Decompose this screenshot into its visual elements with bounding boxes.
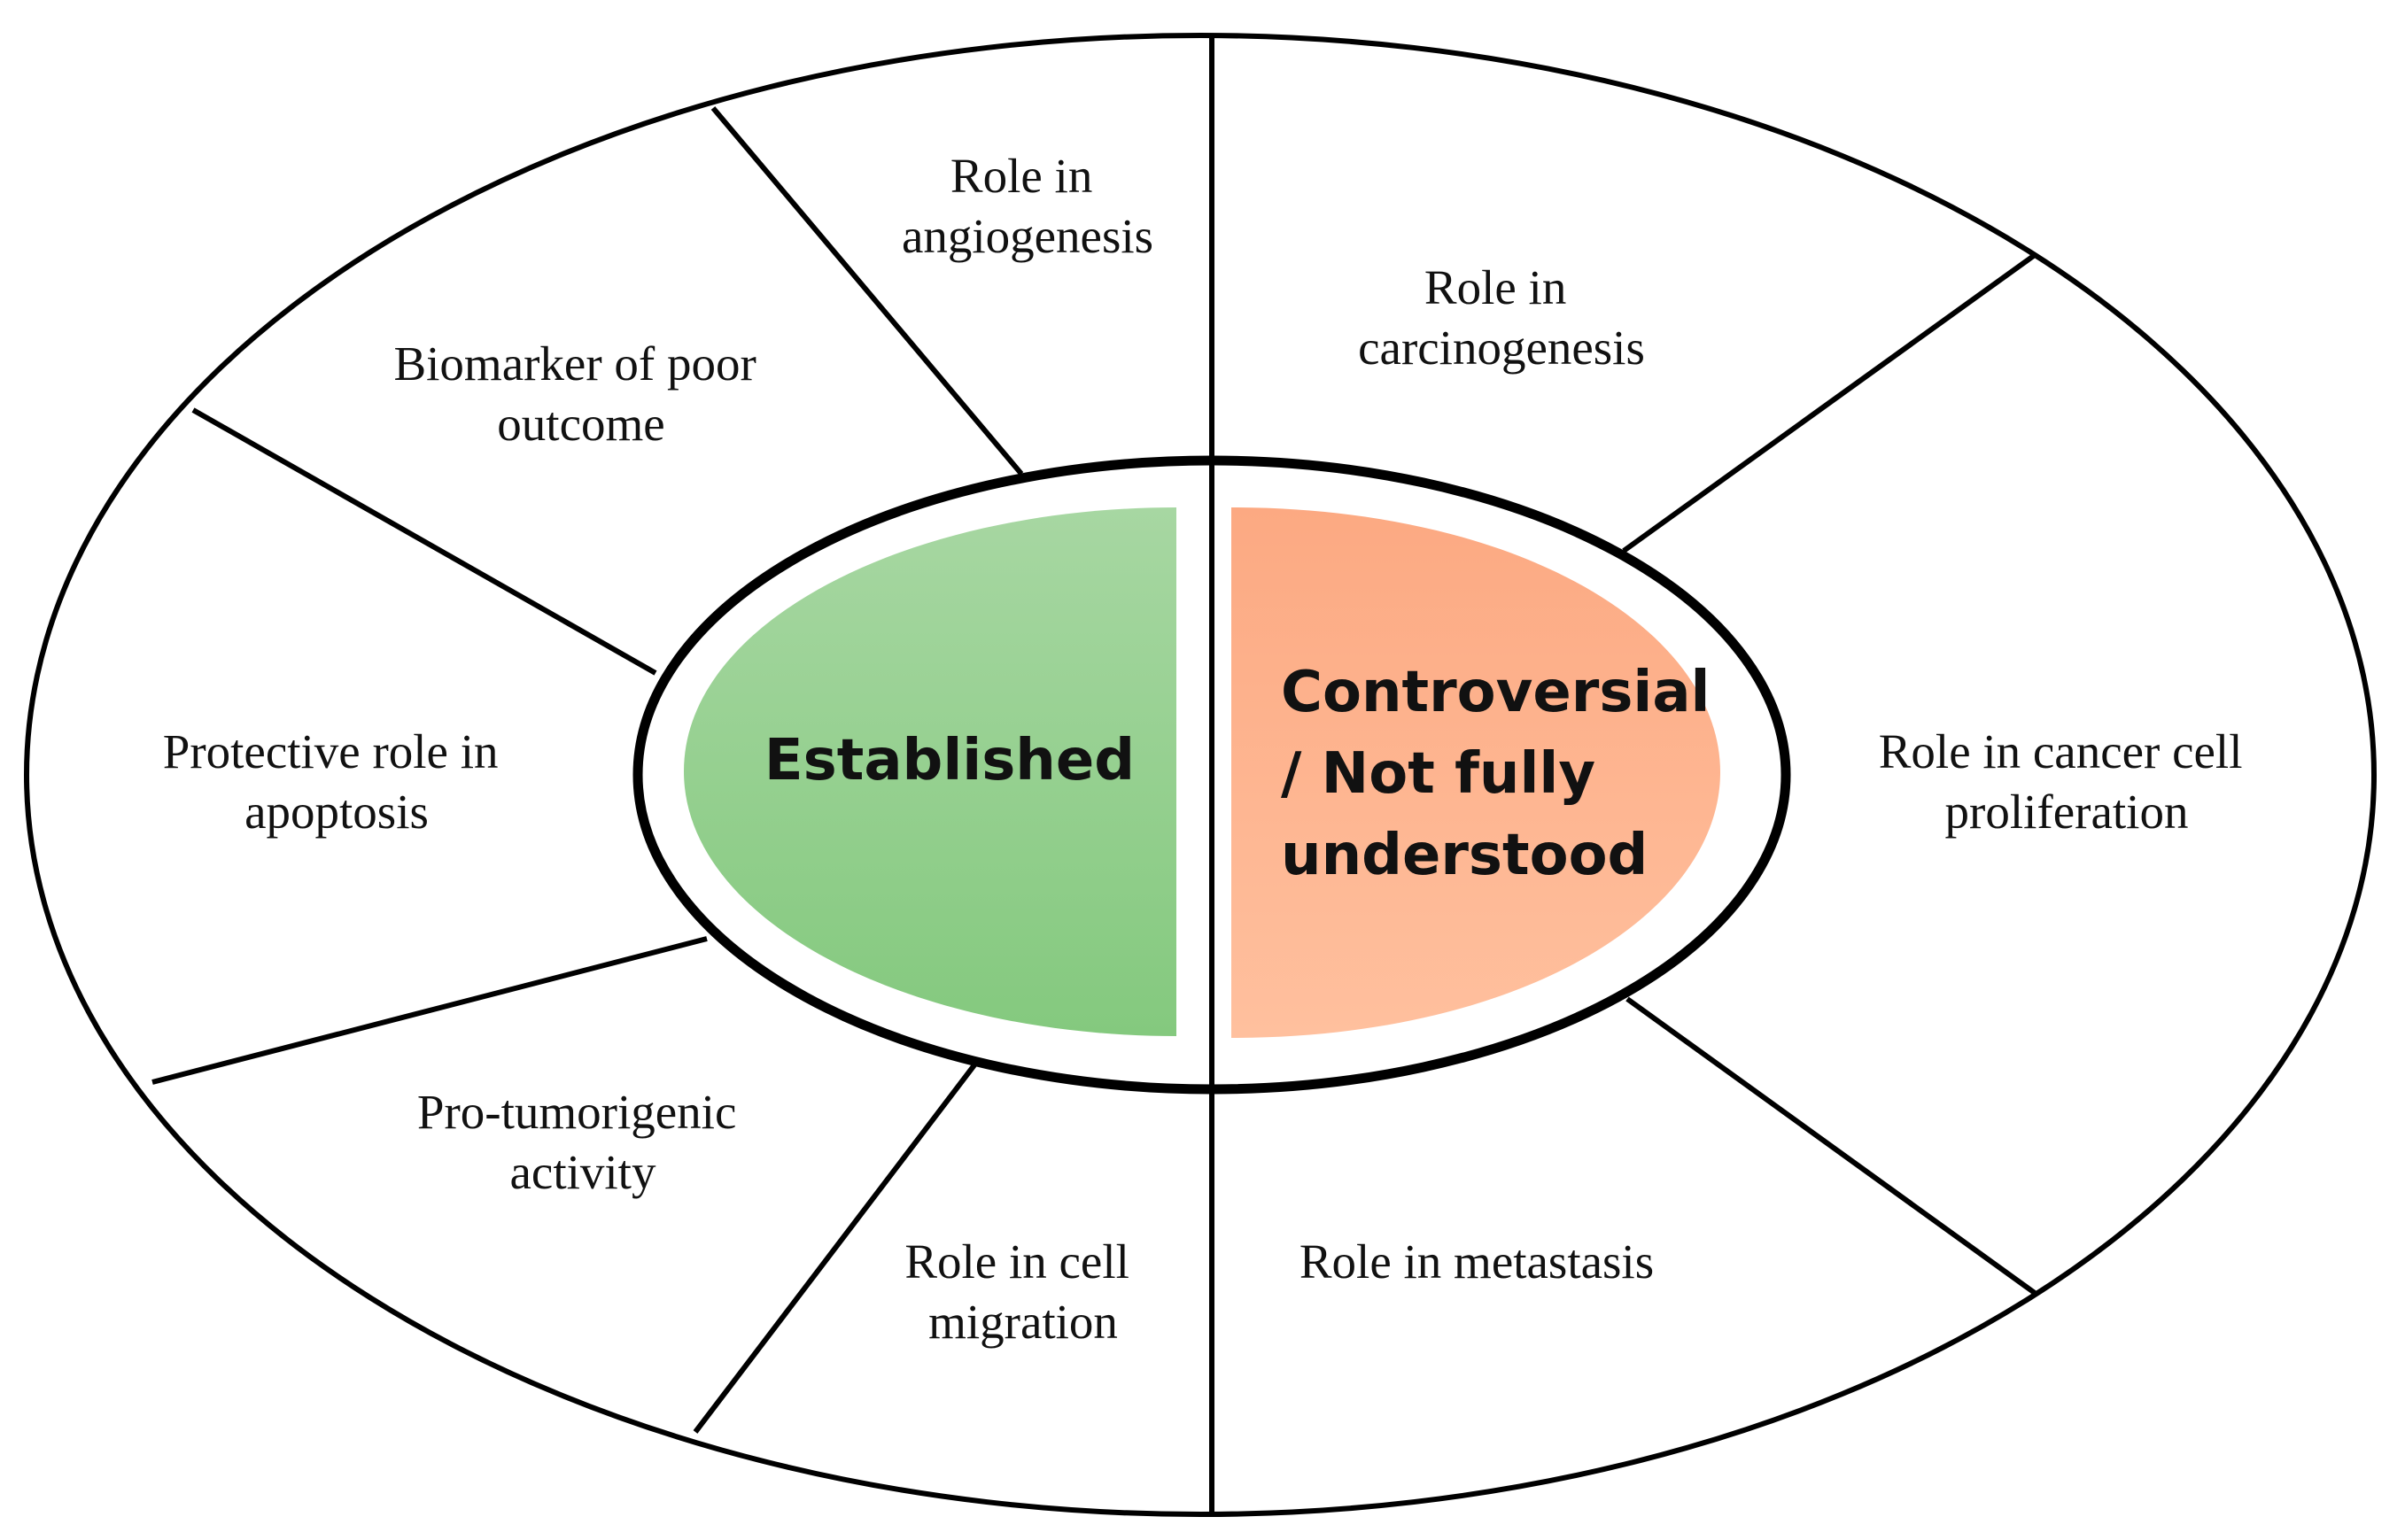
segment-label-line: Pro-tumorigenic <box>417 1085 736 1139</box>
divider-apoptosis-protumorigenic <box>151 936 708 1085</box>
divider-carcinogenesis-proliferation <box>1622 252 2036 553</box>
segment-label-apoptosis: Protective role in apoptosis <box>163 724 511 839</box>
segment-label-line: carcinogenesis <box>1358 321 1645 375</box>
controversial-half <box>1231 507 1720 1038</box>
controversial-label-line: / Not fully <box>1281 741 1595 807</box>
segment-label-pro-tumorigenic: Pro-tumorigenic activity <box>417 1085 749 1199</box>
divider-protumorigenic-migration <box>693 1061 979 1434</box>
controversial-label: Controversial / Not fully understood <box>1281 660 1730 888</box>
segment-label-line: Role in <box>1424 260 1566 314</box>
divider-biomarker-apoptosis <box>191 407 657 676</box>
established-label-line: Established <box>764 728 1135 793</box>
segment-label-line: outcome <box>497 397 664 451</box>
segment-label-line: Protective role in <box>163 724 499 778</box>
segment-label-line: Role in cancer cell <box>1879 724 2243 778</box>
segment-label-angiogenesis: Role in angiogenesis <box>902 149 1153 263</box>
segment-label-cell-migration: Role in cell migration <box>904 1234 1141 1349</box>
segment-label-proliferation: Role in cancer cell proliferation <box>1879 724 2255 839</box>
controversial-label-line: understood <box>1281 823 1648 888</box>
segment-dividers <box>151 37 2036 1513</box>
segment-label-line: migration <box>928 1295 1118 1349</box>
segment-label-line: angiogenesis <box>902 209 1153 263</box>
established-half <box>684 507 1176 1036</box>
segment-label-line: Role in cell <box>904 1234 1129 1288</box>
segment-label-metastasis: Role in metastasis <box>1299 1234 1654 1288</box>
segment-label-biomarker: Biomarker of poor outcome <box>393 337 768 451</box>
segment-label-line: Role in <box>950 149 1092 203</box>
divider-angiogenesis-biomarker <box>710 106 1024 476</box>
divider-proliferation-metastasis <box>1625 996 2036 1296</box>
segment-label-line: activity <box>510 1145 656 1199</box>
established-label: Established <box>764 728 1135 793</box>
segment-label-line: apoptosis <box>244 785 429 839</box>
segment-label-carcinogenesis: Role in carcinogenesis <box>1358 260 1645 375</box>
controversial-label-line: Controversial <box>1281 660 1710 725</box>
segment-label-line: Role in metastasis <box>1299 1234 1654 1288</box>
outer-ellipse <box>24 33 2377 1517</box>
segment-label-line: proliferation <box>1945 785 2189 839</box>
segment-label-line: Biomarker of poor <box>393 337 756 391</box>
